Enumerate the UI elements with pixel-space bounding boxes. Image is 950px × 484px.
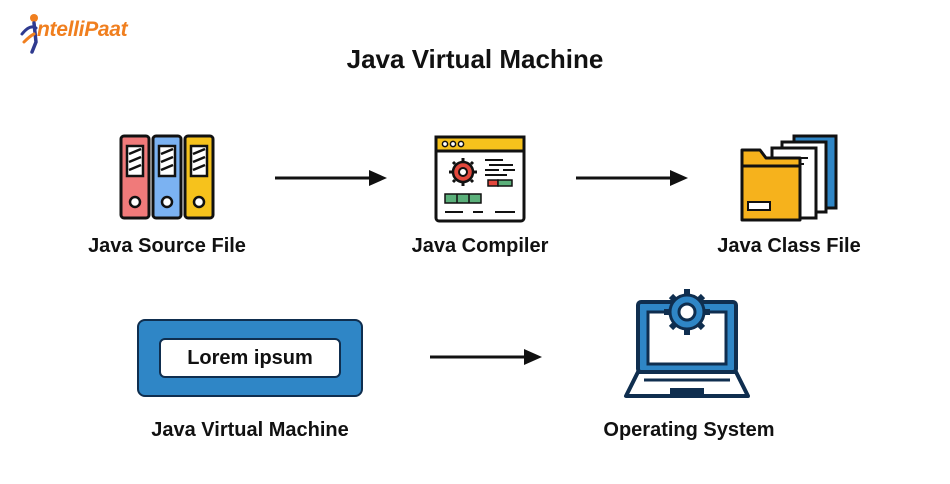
java-virtual-machine-label: Java Virtual Machine [151, 419, 349, 441]
arrow-compiler-to-classfile [574, 168, 690, 188]
gear-icon [664, 289, 710, 335]
java-compiler-label: Java Compiler [411, 235, 549, 257]
jvm-box-text: Lorem ipsum [159, 338, 341, 378]
gear-icon [449, 158, 477, 186]
jvm-box: Lorem ipsum [137, 319, 363, 397]
logo-text: ntelliPaat [37, 18, 128, 41]
logo-figure-icon [20, 14, 38, 54]
compiler-window-icon [433, 134, 527, 224]
java-class-file-label: Java Class File [717, 235, 861, 257]
folder-files-icon [738, 132, 850, 224]
arrow-jvm-to-os [428, 347, 544, 367]
page-title: Java Virtual Machine [346, 44, 604, 74]
java-source-file-label: Java Source File [88, 235, 246, 257]
laptop-gear-icon [622, 284, 752, 408]
binders-icon [117, 132, 217, 222]
arrow-source-to-compiler [273, 168, 389, 188]
operating-system-label: Operating System [603, 419, 775, 441]
intellipaat-logo [18, 10, 158, 54]
